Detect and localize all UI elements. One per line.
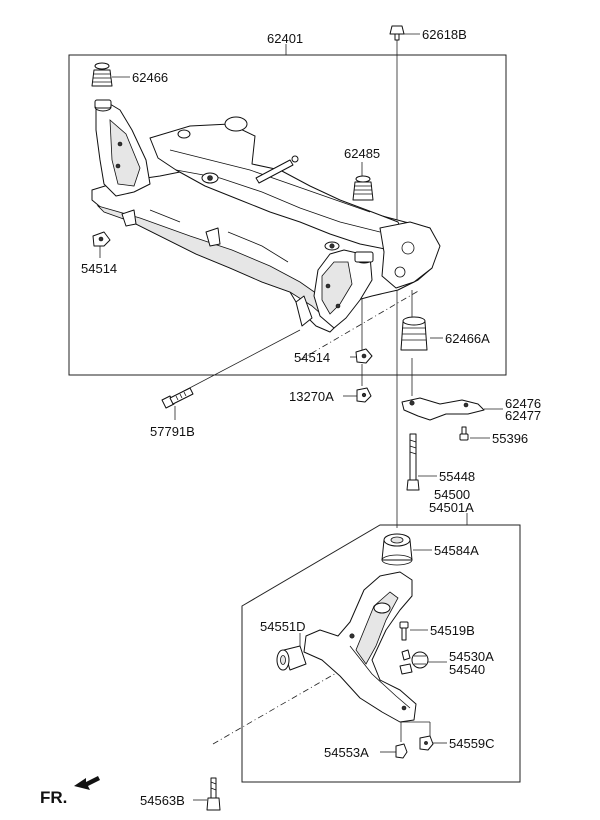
part-54551d-bushing — [276, 645, 307, 671]
label-54530a: 54530A — [449, 649, 494, 664]
label-54514-mid: 54514 — [294, 350, 330, 365]
label-57791b: 57791B — [150, 424, 195, 439]
chain-line-arm — [212, 667, 346, 745]
label-54559c: 54559C — [449, 736, 495, 751]
part-62485-bushing — [352, 175, 374, 201]
label-54551d: 54551D — [260, 619, 306, 634]
crossmember-frame — [68, 54, 507, 376]
label-55448: 55448 — [439, 469, 475, 484]
front-direction-label: FR. — [40, 788, 67, 807]
part-55448-bolt — [406, 433, 420, 491]
part-62466-bushing — [91, 62, 113, 87]
label-54553a: 54553A — [324, 745, 369, 760]
label-54501a: 54501A — [429, 500, 474, 515]
label-62401: 62401 — [267, 31, 303, 46]
part-54514-nut-right — [355, 348, 373, 364]
crossmember — [91, 99, 441, 333]
part-62476-bracket — [401, 397, 485, 421]
label-54584a: 54584A — [434, 543, 479, 558]
part-54559c-nut — [419, 735, 434, 751]
part-54519b-bolt — [399, 621, 409, 641]
label-55396: 55396 — [492, 431, 528, 446]
part-54553a-nut — [395, 743, 408, 759]
part-13270a-nut — [356, 387, 372, 403]
label-62477: 62477 — [505, 408, 541, 423]
part-54514-nut-left — [92, 231, 111, 247]
label-62466: 62466 — [132, 70, 168, 85]
part-62466a-bushing — [400, 316, 428, 351]
label-62485: 62485 — [344, 146, 380, 161]
label-13270a: 13270A — [289, 389, 334, 404]
part-57791b-bolt — [161, 387, 194, 409]
front-arrow-icon — [74, 776, 100, 790]
part-labels: 62401 62618B 62466 62485 54514 54514 624… — [40, 27, 541, 808]
chain-line-frame — [299, 289, 421, 361]
label-54519b: 54519B — [430, 623, 475, 638]
part-55396-bolt — [459, 426, 469, 441]
part-54584a-bushing — [381, 533, 413, 566]
lower-arm-frame — [241, 524, 521, 783]
label-54500: 54500 — [434, 487, 470, 502]
part-54530a-ball-joint — [399, 649, 429, 675]
lower-arm — [303, 571, 417, 723]
label-62618b: 62618B — [422, 27, 467, 42]
label-54540: 54540 — [449, 662, 485, 677]
label-62476: 62476 — [505, 396, 541, 411]
label-54563b: 54563B — [140, 793, 185, 808]
part-62618b-bolt — [389, 25, 405, 41]
part-54563b-bolt — [206, 777, 221, 811]
label-54514-top: 54514 — [81, 261, 117, 276]
leader-lines — [99, 33, 503, 801]
label-62466a: 62466A — [445, 331, 490, 346]
